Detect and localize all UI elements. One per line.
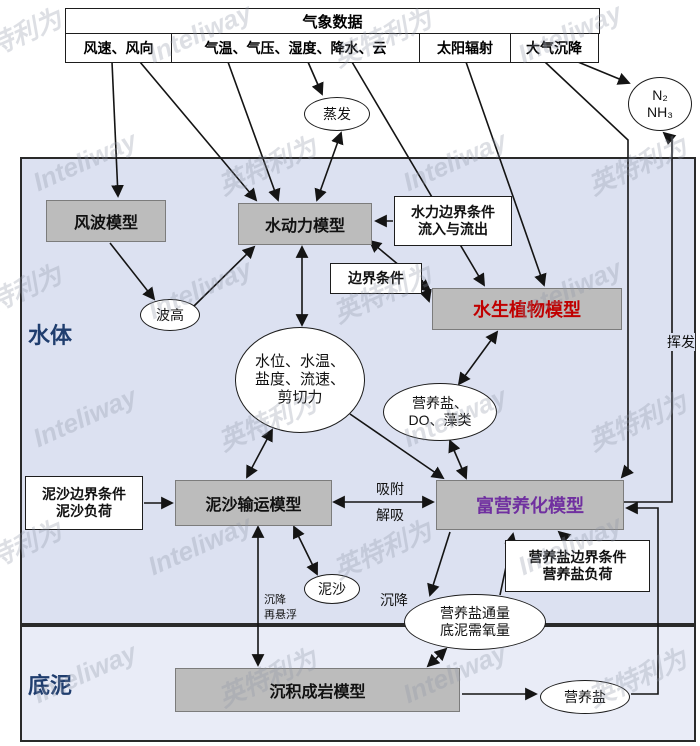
arrow xyxy=(577,61,631,85)
evaporation-ellipse: 蒸发 xyxy=(304,97,370,131)
gas-n2: N₂ xyxy=(652,87,668,104)
wave-height-ellipse: 波高 xyxy=(140,299,200,331)
arrow xyxy=(246,428,273,479)
met-wind: 风速、风向 xyxy=(65,32,172,63)
arrow xyxy=(557,530,572,544)
arrow xyxy=(314,131,344,202)
desorption-label: 解吸 xyxy=(376,507,404,523)
adsorption-label: 吸附 xyxy=(376,481,404,497)
met-header: 气象数据 xyxy=(65,8,600,34)
hydrodynamic-model: 水动力模型 xyxy=(238,203,372,245)
nutrient-bc-line2: 营养盐负荷 xyxy=(542,566,613,582)
arrow xyxy=(457,330,499,386)
arrow xyxy=(426,647,448,668)
sediment-region-label: 底泥 xyxy=(28,673,73,698)
met-data-block: 气象数据 风速、风向 气温、气压、湿度、降水、云 太阳辐射 大气沉降 xyxy=(65,8,600,63)
arrow xyxy=(544,61,634,479)
arrow xyxy=(109,242,156,301)
hydro-state-ellipse: 水位、水温、盐度、流速、剪切力 xyxy=(235,327,365,433)
bio-state-ellipse: 营养盐、DO、藻类 xyxy=(383,383,497,441)
arrow xyxy=(139,61,258,202)
sediment-bc-line2: 泥沙负荷 xyxy=(56,503,112,519)
arrow xyxy=(419,279,432,303)
diagenesis-model: 沉积成岩模型 xyxy=(175,668,460,712)
volatilization-label: 挥发 xyxy=(667,333,695,352)
met-deposition: 大气沉降 xyxy=(509,32,599,63)
arrow xyxy=(293,525,318,576)
resuspension-label: 再悬浮 xyxy=(264,609,297,621)
arrow xyxy=(111,61,124,198)
benthic-flux-ellipse: 营养盐通量 底泥需氧量 xyxy=(404,594,546,650)
arrow xyxy=(351,61,485,287)
hydraulic-bc-line1: 水力边界条件 xyxy=(411,203,495,220)
benthic-flux-line2: 底泥需氧量 xyxy=(440,622,510,638)
sediment-ellipse: 泥沙 xyxy=(304,574,360,604)
nutrient-ellipse: 营养盐 xyxy=(540,680,630,714)
arrow xyxy=(625,501,659,695)
met-airtemp: 气温、气压、湿度、降水、云 xyxy=(170,32,421,63)
sediment-bc-box: 泥沙边界条件 泥沙负荷 xyxy=(25,476,143,530)
benthic-flux-line1: 营养盐通量 xyxy=(440,605,510,622)
settling-small-label: 沉降 xyxy=(264,594,286,606)
arrow xyxy=(624,131,677,503)
aquatic-plant-model: 水生植物模型 xyxy=(432,288,622,330)
arrow xyxy=(227,61,281,202)
sediment-transport-model: 泥沙输运模型 xyxy=(175,480,332,526)
boundary-box: 边界条件 xyxy=(330,263,422,294)
arrow xyxy=(193,245,256,307)
nutrient-bc-line1: 营养盐边界条件 xyxy=(528,548,627,565)
hydraulic-bc-line2: 流入与流出 xyxy=(418,221,488,237)
sediment-bc-line1: 泥沙边界条件 xyxy=(42,485,126,502)
arrow xyxy=(427,531,451,597)
met-row: 风速、风向 气温、气压、湿度、降水、云 太阳辐射 大气沉降 xyxy=(65,32,600,63)
hydraulic-bc-box: 水力边界条件 流入与流出 xyxy=(394,196,512,246)
arrow xyxy=(349,413,445,480)
arrow xyxy=(307,61,324,96)
met-solar: 太阳辐射 xyxy=(419,32,511,63)
settling-label: 沉降 xyxy=(380,592,408,608)
gas-nh3: NH₃ xyxy=(647,104,673,120)
eutrophication-model: 富营养化模型 xyxy=(436,480,624,530)
arrow xyxy=(448,439,468,480)
nutrient-bc-box: 营养盐边界条件 营养盐负荷 xyxy=(505,540,650,592)
arrow xyxy=(465,61,547,287)
water-region-label: 水体 xyxy=(28,323,73,348)
wind-wave-model: 风波模型 xyxy=(46,200,166,242)
gas-ellipse: N₂ NH₃ xyxy=(628,77,692,131)
